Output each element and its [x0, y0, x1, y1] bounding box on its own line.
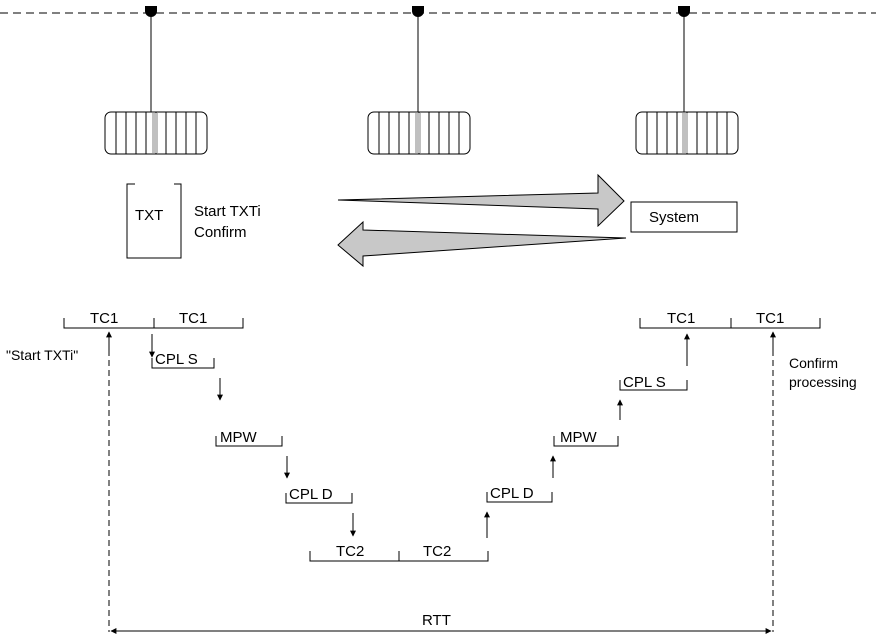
confirm-processing-2: processing [789, 374, 857, 390]
mpw-right: MPW [560, 429, 598, 446]
system-label: System [649, 209, 699, 226]
node-2 [367, 6, 471, 155]
start-txti-quote: "Start TXTi" [6, 347, 78, 363]
cpl-s-right: CPL S [623, 374, 666, 391]
tc1-left-segment [63, 318, 244, 329]
tc1-left-b: TC1 [179, 310, 207, 327]
tc1-right-b: TC1 [756, 310, 784, 327]
cpl-d-right-bracket [486, 492, 553, 503]
mpw-left-bracket [215, 436, 283, 447]
mpw-right-bracket [553, 436, 619, 447]
start-txti-label: Start TXTi [194, 203, 261, 220]
forward-arrow [337, 173, 625, 228]
return-arrow [337, 220, 627, 268]
mpw-left: MPW [220, 429, 258, 446]
cpl-d-left: CPL D [289, 486, 333, 503]
cpl-s-left-bracket [151, 358, 215, 369]
tc2-segment [309, 551, 489, 562]
tc1-left-a: TC1 [90, 310, 118, 327]
node-1 [104, 6, 208, 155]
node-3 [635, 6, 739, 155]
confirm-label: Confirm [194, 224, 247, 241]
system-box [630, 201, 738, 233]
cpl-s-left: CPL S [155, 351, 198, 368]
tc1-right-a: TC1 [667, 310, 695, 327]
tc2-a: TC2 [336, 543, 364, 560]
tc2-b: TC2 [423, 543, 451, 560]
txt-bracket [126, 183, 182, 259]
txt-label: TXT [135, 207, 163, 224]
confirm-processing-1: Confirm [789, 355, 838, 371]
tc1-right-segment [639, 318, 821, 329]
cpl-d-left-bracket [285, 493, 353, 504]
rtt-label: RTT [422, 612, 451, 629]
cpl-d-right: CPL D [490, 485, 534, 502]
cpl-s-right-bracket [619, 380, 688, 391]
